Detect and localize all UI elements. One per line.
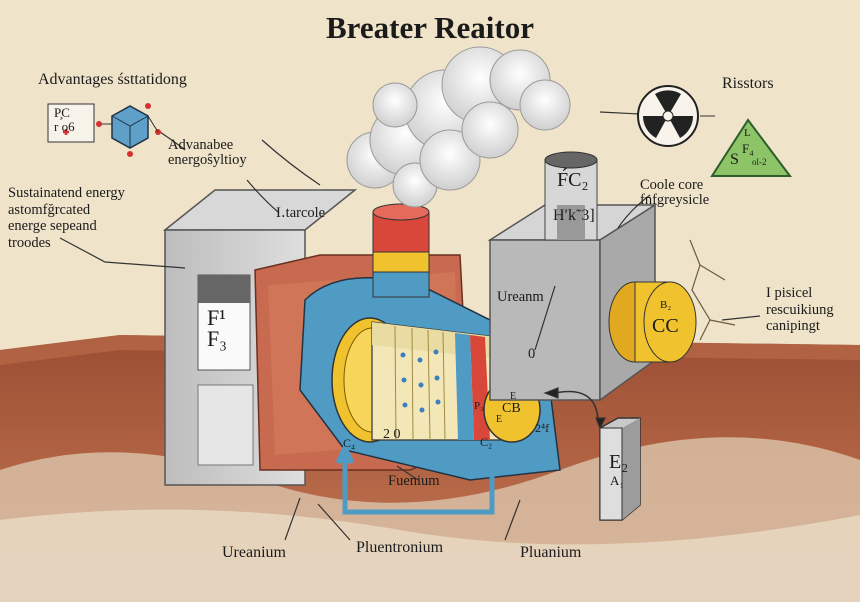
leader-lines [59,111,761,541]
advantages-icons [47,103,161,157]
label-ureanm: Ureanm [497,289,544,305]
triangle-sub-text: ol-2 [752,157,767,167]
label-risstors: Risstors [722,75,774,92]
icon-box-text: P̧C r​ o6 [54,105,75,135]
steam-cloud [346,46,571,208]
label-sustainatend: Sustainatend energy astomfğrcated energe… [8,185,125,252]
triangle-mid-text: F₄ [742,141,754,156]
core-c2-text: C₂ [480,435,493,449]
label-coole-core: Coole core fnfgreysicle [640,177,710,209]
radiation-icon [637,85,715,147]
left-panel-text: F¹ F₃ [207,305,227,351]
label-ureanm-zero: 0 [528,346,536,362]
wall-cracks [689,239,736,341]
label-fuenium: Fuenium [388,473,440,489]
green-triangle-icon [710,118,792,177]
label-pluanium: Pluanium [520,544,582,561]
fuel-canister [599,417,641,521]
canister-top-text: E₂ [609,451,629,473]
core-c4-text: C₄ [343,436,356,450]
triangle-top-text: L [744,127,751,139]
right-cylinder-top-text: B₂ [660,299,672,311]
chimney-mid-text: H′k˜3] [553,207,595,224]
label-ureanium: Ureanium [222,544,286,561]
core-2f-text: 2⁴f [535,421,550,435]
core-cap-mid-text: CB [502,401,521,416]
diagram-title: Breater Reaitor [325,10,534,45]
label-advanbaee: Advanabee energoŝyltioy [168,137,247,169]
label-i-pisicel: I pisicel rescuikiung canipingt [766,285,834,335]
label-itarcole: I․tarcole [276,205,326,221]
core-20-text: 2 0 [383,427,401,442]
core-cap-bot-text: E [496,414,503,425]
right-cylinder-main-text: CC [652,315,679,337]
core-p-text: P₃ [474,400,484,412]
label-advantages: Advantages śsttatidong [38,71,187,88]
triangle-s-text: S [730,151,739,168]
reactor-core [331,317,541,443]
right-cylinder-face [643,281,697,363]
label-pluentronium: Pluentronium [356,539,444,556]
core-cap-top-text: E [510,391,517,402]
canister-bot-text: A₁ [610,473,624,488]
coolant-loop-pipe [335,442,495,515]
chimney-top-text: F́C₂ [557,169,589,191]
vertical-stack [372,203,430,298]
